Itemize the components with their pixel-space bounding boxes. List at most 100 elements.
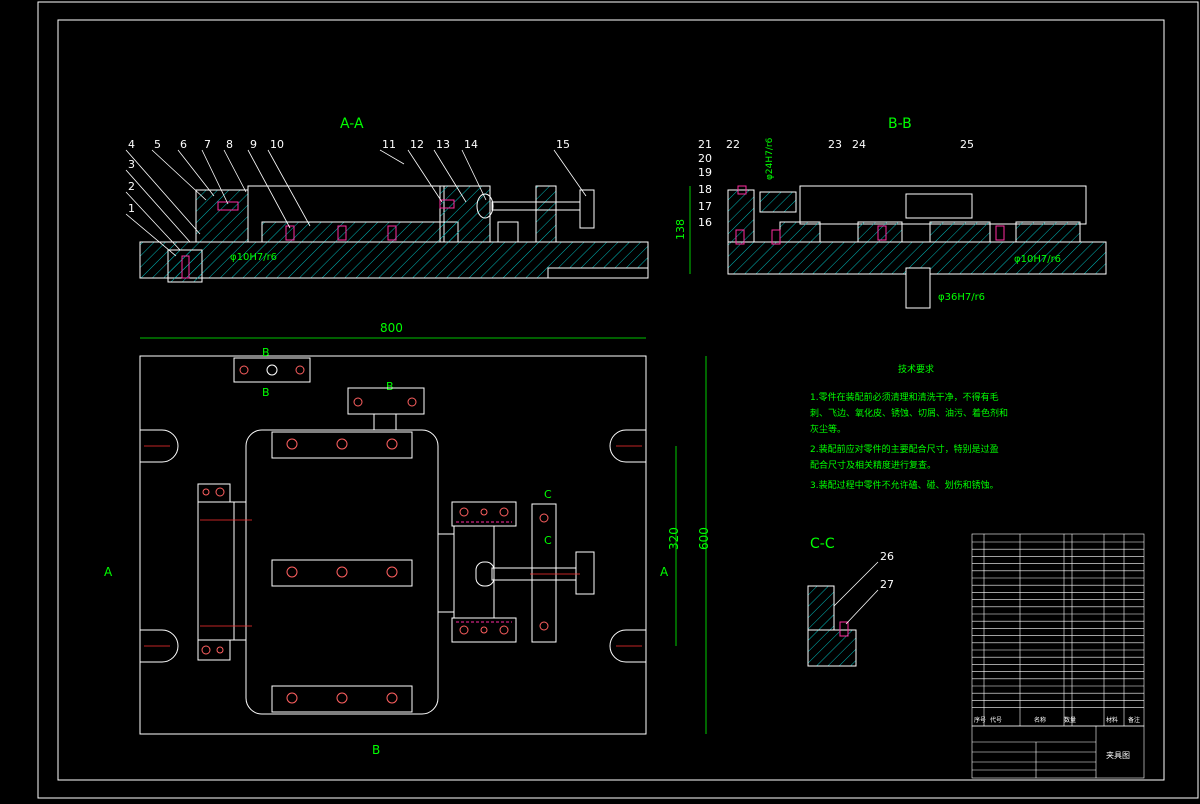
part-number: 22 — [726, 138, 740, 151]
aa-left-bolt — [217, 201, 239, 211]
part-number: 15 — [556, 138, 570, 151]
header-cell: 序号 — [974, 716, 986, 724]
aa-right-bolt — [439, 199, 455, 209]
plan-center-lines — [144, 445, 642, 647]
plan-support-3 — [271, 685, 413, 713]
part-number: 2 — [128, 180, 135, 193]
aa-handwheel — [579, 189, 595, 229]
section-bb-view: B-B 138 φ24H7/r6 φ10H7/r6 φ36H7/r6 16 17… — [674, 116, 1107, 309]
notes-line-2: 刺、飞边、氧化皮、锈蚀、切屑、油污、着色剂和 — [810, 407, 1008, 419]
plan-right-bracket — [531, 503, 557, 643]
cc-base — [807, 629, 857, 667]
part-number: 27 — [880, 578, 894, 591]
part-number: 20 — [698, 152, 712, 165]
plan-u-slot-tr — [609, 429, 646, 463]
header-cell: 备注 — [1128, 716, 1140, 724]
plan-left-clamp-inner — [233, 501, 247, 641]
notes-heading: 技术要求 — [898, 363, 934, 375]
aa-pin-3 — [387, 225, 397, 241]
section-aa-title: A-A — [340, 116, 364, 132]
technical-notes: 技术要求 1.零件在装配前必须清理和清洗干净，不得有毛 刺、飞边、氧化皮、锈蚀、… — [810, 363, 1008, 491]
part-number: 24 — [852, 138, 866, 151]
bb-height-dim: 138 — [674, 219, 687, 240]
cc-leader-26 — [833, 561, 879, 607]
plan-u-slot-tl — [140, 429, 179, 463]
bb-bolt-3 — [877, 225, 887, 241]
aa-pin-1 — [285, 225, 295, 241]
part-number: 18 — [698, 183, 712, 196]
header-cell: 名称 — [1034, 716, 1046, 724]
bb-bolt-1 — [735, 229, 745, 245]
part-number: 10 — [270, 138, 284, 151]
notes-line-4: 2.装配前应对零件的主要配合尺寸，特别是过盈 — [810, 443, 999, 455]
part-number: 5 — [154, 138, 161, 151]
part-number: 7 — [204, 138, 211, 151]
plan-bolts — [201, 364, 549, 704]
part-number: 8 — [226, 138, 233, 151]
header-cell: 材料 — [1106, 716, 1118, 724]
part-number: 19 — [698, 166, 712, 179]
bb-bolt-4 — [995, 225, 1005, 241]
plan-right-handwheel — [575, 551, 595, 595]
parts-list-table — [971, 533, 1145, 727]
notes-line-1: 1.零件在装配前必须清理和清洗干净，不得有毛 — [810, 391, 999, 403]
bb-clamp-block — [759, 191, 797, 213]
part-number: 13 — [436, 138, 450, 151]
bb-bolt-5 — [737, 185, 747, 195]
notes-line-6: 3.装配过程中零件不允许磕、碰、划伤和锈蚀。 — [810, 479, 999, 491]
bb-slot — [905, 193, 973, 219]
plan-dim-800: 800 — [380, 321, 403, 335]
plan-u-slot-br — [609, 629, 646, 663]
aa-leaders — [125, 149, 587, 257]
part-number: 23 — [828, 138, 842, 151]
section-bb-title: B-B — [888, 116, 912, 132]
section-cc-title: C-C — [810, 536, 835, 552]
outer-border — [37, 1, 1199, 799]
bb-fit-right: φ10H7/r6 — [1014, 254, 1061, 265]
bb-plate-4 — [1015, 221, 1081, 243]
part-number: 17 — [698, 200, 712, 213]
part-number: 21 — [698, 138, 712, 151]
section-mark-b-mid: B — [386, 380, 394, 393]
part-number: 9 — [250, 138, 257, 151]
aa-base-step — [547, 267, 649, 279]
part-number: 25 — [960, 138, 974, 151]
aa-pressure-pad — [476, 193, 494, 219]
notes-line-5: 配合尺寸及相关精度进行复查。 — [810, 459, 936, 471]
section-mark-b-bottom: B — [372, 743, 380, 757]
section-aa-view: A-A φ10H7/r6 1 2 3 4 5 6 — [125, 116, 649, 283]
plan-dim-320: 320 — [667, 527, 681, 550]
part-number: 16 — [698, 216, 712, 229]
aa-screw-support — [535, 185, 557, 243]
bb-bolt-2 — [771, 229, 781, 245]
plan-view: 800 600 320 A A B B B B C C — [104, 321, 711, 757]
aa-pin-bolt — [181, 255, 190, 279]
aa-support-plate — [261, 221, 459, 243]
part-number: 4 — [128, 138, 135, 151]
bb-fit-top: φ24H7/r6 — [765, 137, 775, 180]
cc-leader-27 — [845, 589, 879, 625]
cc-upright — [807, 585, 835, 631]
section-mark-b-top: B — [262, 346, 270, 359]
bb-plate-1 — [779, 221, 821, 243]
part-number: 1 — [128, 202, 135, 215]
bb-plate-3 — [929, 221, 991, 243]
plan-support-1 — [271, 431, 413, 459]
notes-line-3: 灰尘等。 — [810, 423, 846, 435]
section-mark-a-right: A — [660, 565, 669, 579]
plan-left-clamp-bottom — [197, 639, 231, 661]
part-number: 14 — [464, 138, 478, 151]
part-number: 6 — [180, 138, 187, 151]
section-mark-a-left: A — [104, 565, 113, 579]
bb-left-block — [727, 189, 755, 243]
plan-u-slot-bl — [140, 629, 179, 663]
aa-pin-2 — [337, 225, 347, 241]
part-number: 11 — [382, 138, 396, 151]
aa-fit-label: φ10H7/r6 — [230, 252, 277, 263]
section-mark-c-top: C — [544, 488, 552, 501]
plan-support-2 — [271, 559, 413, 587]
section-mark-c-mid: C — [544, 534, 552, 547]
aa-locating-pin — [167, 249, 203, 283]
